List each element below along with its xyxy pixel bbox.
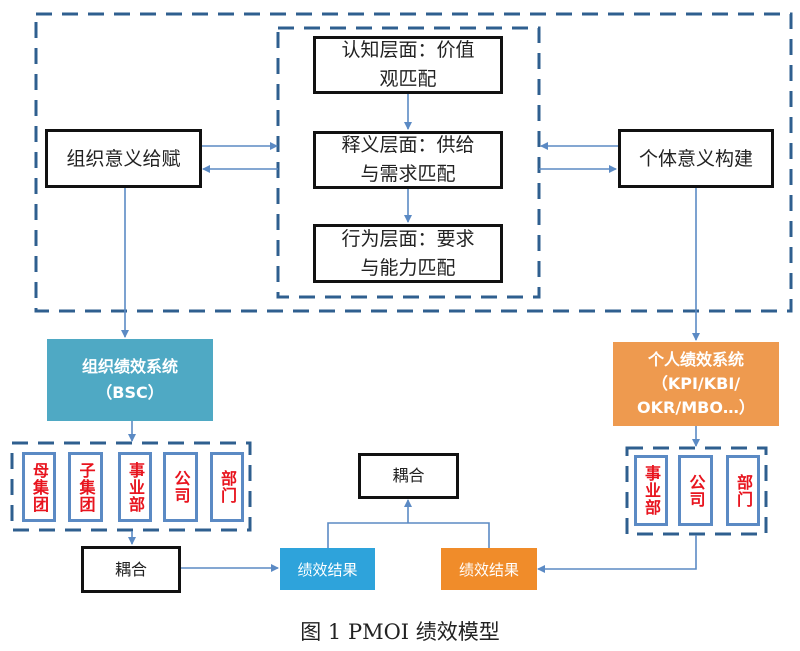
coupling-left-label: 耦合 bbox=[114, 559, 147, 579]
org-sensegiving-label: 组织意义给赋 bbox=[66, 147, 181, 170]
ind-result-box: 绩效结果 bbox=[441, 548, 537, 590]
ind-performance-system-box: 个人绩效系统 （KPI/KBI/ OKR/MBO…） bbox=[613, 342, 779, 426]
ind-system-line1: 个人绩效系统 bbox=[647, 350, 744, 369]
ind-unit-label: 事业部 bbox=[642, 465, 661, 516]
coupling-center-box: 耦合 bbox=[358, 453, 459, 499]
ind-system-line3: OKR/MBO…） bbox=[637, 398, 755, 417]
layer-cognitive-box: 认知层面：价值 观匹配 bbox=[313, 36, 503, 94]
ind-unit-label: 部门 bbox=[734, 473, 753, 508]
coupling-center-label: 耦合 bbox=[392, 466, 425, 485]
org-performance-system-box: 组织绩效系统 （BSC） bbox=[47, 339, 213, 421]
layer-cognitive-line1: 认知层面：价值 bbox=[341, 39, 475, 61]
org-unit-label: 部门 bbox=[218, 470, 237, 504]
org-unit-subgroup: 子集团 bbox=[68, 452, 103, 522]
org-unit-parent-group: 母集团 bbox=[22, 452, 56, 522]
coupling-left-box: 耦合 bbox=[81, 546, 181, 593]
ind-result-label: 绩效结果 bbox=[458, 560, 519, 579]
layer-behavioral-line2: 与能力匹配 bbox=[360, 256, 456, 279]
layer-behavioral-box: 行为层面：要求 与能力匹配 bbox=[313, 224, 503, 283]
layer-cognitive-line2: 观匹配 bbox=[379, 68, 437, 90]
ind-units-dashed-frame bbox=[625, 446, 768, 536]
outer-dashed-frame bbox=[34, 12, 793, 313]
arrow-ind-units-to-result bbox=[537, 535, 697, 573]
org-unit-label: 公司 bbox=[171, 470, 191, 504]
ind-unit-label: 公司 bbox=[686, 473, 706, 508]
org-unit-division: 事业部 bbox=[118, 452, 152, 522]
connector-org-result-to-center bbox=[327, 522, 490, 548]
org-result-box: 绩效结果 bbox=[280, 548, 375, 590]
org-unit-label: 母集团 bbox=[30, 461, 49, 513]
figure-caption: 图 1 PMOI 绩效模型 bbox=[300, 620, 500, 644]
org-unit-label: 事业部 bbox=[126, 461, 145, 513]
org-unit-department: 部门 bbox=[210, 452, 244, 522]
org-system-line1: 组织绩效系统 bbox=[81, 357, 178, 376]
layer-interpretive-line2: 与需求匹配 bbox=[360, 163, 456, 185]
org-result-label: 绩效结果 bbox=[297, 560, 358, 579]
layer-interpretive-box: 释义层面：供给 与需求匹配 bbox=[313, 131, 503, 189]
ind-unit-division: 事业部 bbox=[634, 455, 668, 526]
ind-sensemaking-label: 个体意义构建 bbox=[638, 147, 753, 170]
inner-dashed-frame bbox=[276, 26, 541, 299]
org-units-dashed-frame bbox=[10, 441, 252, 532]
layer-behavioral-line1: 行为层面：要求 bbox=[341, 227, 475, 250]
ind-sensemaking-box: 个体意义构建 bbox=[618, 129, 774, 188]
org-system-line2: （BSC） bbox=[96, 383, 164, 402]
layer-interpretive-line1: 释义层面：供给 bbox=[341, 134, 475, 156]
ind-unit-department: 部门 bbox=[726, 455, 760, 526]
org-sensegiving-box: 组织意义给赋 bbox=[45, 129, 202, 188]
org-unit-label: 子集团 bbox=[76, 461, 96, 513]
ind-system-line2: （KPI/KBI/ bbox=[651, 374, 741, 393]
org-unit-company: 公司 bbox=[163, 452, 198, 522]
ind-unit-company: 公司 bbox=[678, 455, 713, 526]
